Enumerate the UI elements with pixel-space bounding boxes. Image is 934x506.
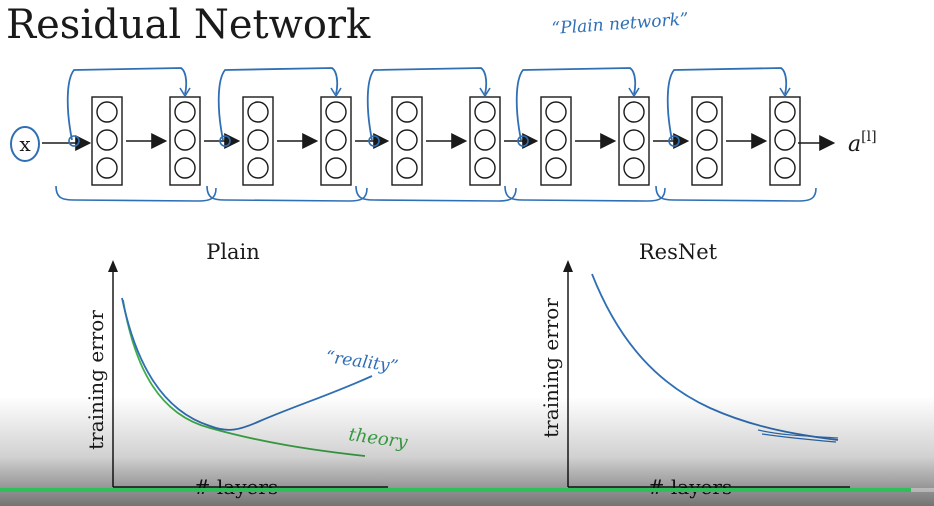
skip-connection — [515, 67, 637, 141]
neuron-icon — [325, 129, 347, 151]
neuron-icon — [696, 101, 718, 123]
block-brace — [355, 185, 517, 202]
layer-left — [691, 96, 723, 186]
block-brace — [206, 185, 368, 202]
residual-block — [655, 67, 817, 202]
resnet-x-label: # layers — [648, 475, 732, 499]
input-node: x — [10, 126, 40, 162]
residual-blocks — [55, 67, 817, 202]
neuron-icon — [247, 129, 269, 151]
layer-left — [242, 96, 274, 186]
layer-right — [320, 96, 352, 186]
neuron-icon — [623, 157, 645, 179]
residual-block — [206, 67, 390, 202]
block-brace — [55, 185, 217, 202]
neuron-icon — [174, 157, 196, 179]
block-brace — [504, 185, 666, 202]
residual-block — [55, 67, 241, 202]
neuron-icon — [396, 101, 418, 123]
output-label: a[l] — [848, 129, 877, 157]
skip-connection — [366, 67, 488, 141]
resnet-y-axis — [563, 260, 573, 487]
neuron-icon — [774, 157, 796, 179]
plain-x-label: # layers — [194, 475, 278, 499]
plain-network-note: “Plain network” — [551, 9, 689, 39]
skip-connection — [66, 67, 188, 141]
plain-plot: Plain training error # layers “reality” … — [84, 240, 410, 499]
neuron-icon — [545, 157, 567, 179]
neuron-icon — [774, 129, 796, 151]
reality-label: “reality” — [324, 347, 399, 377]
block-brace — [655, 185, 817, 202]
neuron-icon — [96, 129, 118, 151]
skip-connection — [217, 67, 339, 141]
neuron-icon — [545, 129, 567, 151]
layer-right — [618, 96, 650, 186]
neuron-icon — [247, 157, 269, 179]
neuron-icon — [623, 101, 645, 123]
neuron-icon — [474, 157, 496, 179]
neuron-icon — [247, 101, 269, 123]
video-progress-bar[interactable] — [0, 488, 934, 492]
skip-connection — [666, 67, 788, 141]
neuron-icon — [474, 129, 496, 151]
neuron-icon — [174, 129, 196, 151]
layer-right — [169, 96, 201, 186]
plain-y-axis — [108, 260, 118, 487]
layer-right — [469, 96, 501, 186]
neuron-icon — [545, 101, 567, 123]
resnet-curve — [591, 273, 839, 441]
neuron-icon — [396, 129, 418, 151]
neuron-icon — [396, 157, 418, 179]
neuron-icon — [774, 101, 796, 123]
layer-left — [391, 96, 423, 186]
theory-label: theory — [347, 424, 409, 453]
neuron-icon — [96, 157, 118, 179]
slide-title: Residual Network — [6, 2, 371, 48]
neuron-icon — [325, 157, 347, 179]
layer-right — [769, 96, 801, 186]
input-label: x — [19, 132, 31, 156]
layer-left — [91, 96, 123, 186]
residual-block — [504, 67, 690, 202]
residual-block — [355, 67, 539, 202]
neuron-icon — [623, 129, 645, 151]
resnet-plot: ResNet training error # layers — [539, 240, 850, 499]
neuron-icon — [325, 101, 347, 123]
neuron-icon — [474, 101, 496, 123]
plain-theory-curve — [122, 299, 366, 457]
plain-y-label: training error — [84, 310, 108, 450]
neuron-icon — [696, 157, 718, 179]
neuron-icon — [96, 101, 118, 123]
resnet-plot-title: ResNet — [639, 240, 718, 264]
network-diagram: x a[l] “Plain network” — [10, 9, 877, 202]
video-progress-fill — [0, 488, 911, 492]
resnet-y-label: training error — [539, 298, 563, 438]
plain-plot-title: Plain — [206, 240, 260, 264]
layer-left — [540, 96, 572, 186]
neuron-icon — [174, 101, 196, 123]
neuron-icon — [696, 129, 718, 151]
